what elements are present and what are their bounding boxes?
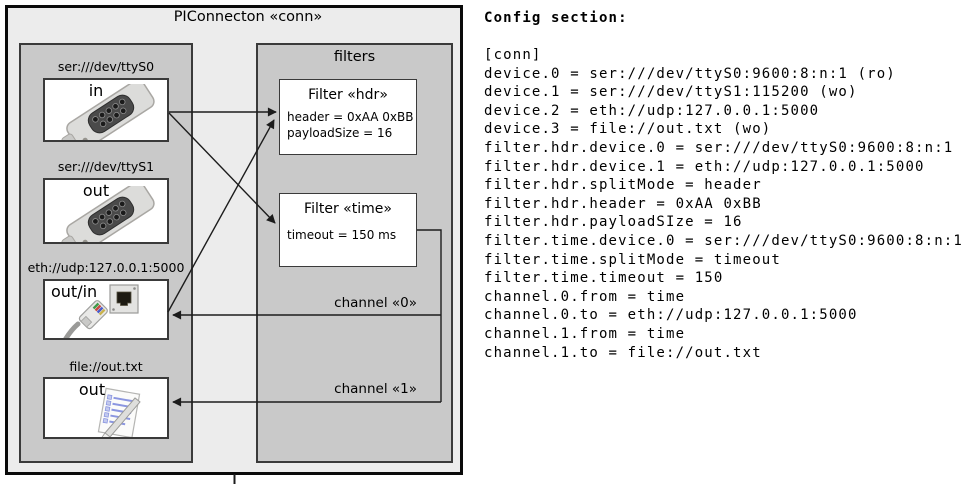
device-direction: out/in bbox=[51, 282, 98, 301]
channel-1-label: channel «1» bbox=[334, 381, 417, 397]
device-direction: out bbox=[82, 181, 110, 200]
filter-hdr-attr-header: header = 0xAA 0xBB bbox=[287, 110, 414, 124]
config-section: Config section: [conn] device.0 = ser://… bbox=[484, 9, 963, 362]
config-line: device.0 = ser:///dev/ttyS0:9600:8:n:1 (… bbox=[484, 65, 896, 82]
filter-time-title: Filter «time» bbox=[304, 201, 392, 217]
config-line: filter.hdr.device.1 = eth://udp:127.0.0.… bbox=[484, 158, 925, 175]
device-box-eth: out/in bbox=[43, 279, 169, 340]
device-box-file: out bbox=[43, 377, 169, 439]
ethernet-cable-icon bbox=[63, 300, 108, 338]
device-box-ttys1: out bbox=[43, 178, 169, 244]
config-heading: Config section: bbox=[484, 10, 628, 26]
device-direction: out bbox=[78, 380, 106, 399]
filters-panel-title: filters bbox=[333, 49, 376, 65]
config-line: device.2 = eth://udp:127.0.0.1:5000 bbox=[484, 102, 820, 119]
serial-connector-icon bbox=[61, 186, 155, 242]
config-line: device.3 = file://out.txt (wo) bbox=[484, 121, 772, 138]
device-label-ttys0: ser:///dev/ttyS0 bbox=[57, 59, 155, 74]
config-line: filter.hdr.header = 0xAA 0xBB bbox=[484, 195, 762, 212]
channel-0-label: channel «0» bbox=[334, 295, 417, 311]
config-line: filter.hdr.payloadSIze = 16 bbox=[484, 214, 743, 231]
config-line: filter.time.splitMode = timeout bbox=[484, 251, 781, 268]
config-line: filter.hdr.device.0 = ser:///dev/ttyS0:9… bbox=[484, 139, 954, 156]
filter-time-box: Filter «time» timeout = 150 ms bbox=[279, 193, 417, 267]
config-line: [conn] bbox=[484, 47, 542, 63]
diagram-title: PIConnecton «conn» bbox=[173, 9, 323, 25]
device-box-ttys0: in bbox=[43, 78, 169, 142]
device-label-ttys1: ser:///dev/ttyS1 bbox=[57, 159, 155, 174]
config-line: channel.1.to = file://out.txt bbox=[484, 344, 762, 361]
device-direction: in bbox=[88, 81, 104, 100]
config-line: channel.0.to = eth://udp:127.0.0.1:5000 bbox=[484, 307, 858, 324]
config-line: filter.hdr.splitMode = header bbox=[484, 177, 762, 194]
config-line: device.1 = ser:///dev/ttyS1:115200 (wo) bbox=[484, 84, 858, 101]
ethernet-jack-icon bbox=[109, 284, 139, 314]
filter-hdr-title: Filter «hdr» bbox=[308, 87, 388, 103]
config-line: filter.time.device.0 = ser:///dev/ttyS0:… bbox=[484, 232, 963, 249]
config-line: channel.0.from = time bbox=[484, 288, 686, 305]
device-label-file: file://out.txt bbox=[69, 359, 143, 374]
pencil-icon bbox=[101, 397, 141, 437]
filter-hdr-box: Filter «hdr» header = 0xAA 0xBB payloadS… bbox=[279, 79, 417, 155]
notepad-icon bbox=[97, 387, 141, 437]
device-label-eth: eth://udp:127.0.0.1:5000 bbox=[27, 260, 185, 275]
config-lines: [conn] device.0 = ser:///dev/ttyS0:9600:… bbox=[484, 46, 963, 362]
config-line: filter.time.timeout = 150 bbox=[484, 270, 724, 287]
filter-hdr-attr-payloadsize: payloadSize = 16 bbox=[287, 126, 393, 140]
serial-connector-icon bbox=[61, 84, 155, 140]
filter-time-attr-timeout: timeout = 150 ms bbox=[287, 228, 397, 242]
config-line: channel.1.from = time bbox=[484, 325, 686, 342]
